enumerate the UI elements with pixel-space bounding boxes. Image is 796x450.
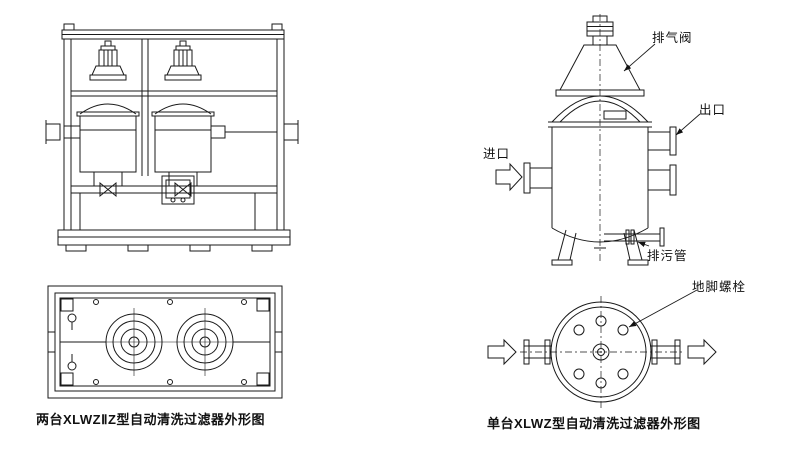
drain-pipe-leader xyxy=(638,242,649,247)
duplex-front-view xyxy=(46,24,298,251)
single-filter-plan-view xyxy=(488,296,716,408)
exhaust-valve-leader xyxy=(624,44,655,71)
label-outlet: 出口 xyxy=(699,103,727,117)
inlet-flow-arrow xyxy=(496,164,522,190)
left-figure-caption: 两台XLWZⅡZ型自动清洗过滤器外形图 xyxy=(36,412,265,427)
label-anchor-bolt: 地脚螺栓 xyxy=(692,280,747,294)
label-drain-pipe: 排污管 xyxy=(647,249,688,263)
label-inlet: 进口 xyxy=(483,147,511,161)
right-figure-caption: 单台XLWZ型自动清洗过滤器外形图 xyxy=(487,416,701,431)
outlet-leader xyxy=(676,114,700,135)
label-exhaust-valve: 排气阀 xyxy=(652,31,693,45)
plan-inlet-flow-arrow xyxy=(488,340,516,364)
anchor-bolt-leader xyxy=(629,290,697,327)
single-filter-side-view xyxy=(496,14,676,265)
leader-arrows xyxy=(624,44,700,327)
plan-outlet-flow-arrow xyxy=(688,340,716,364)
duplex-plan-view xyxy=(48,286,282,398)
